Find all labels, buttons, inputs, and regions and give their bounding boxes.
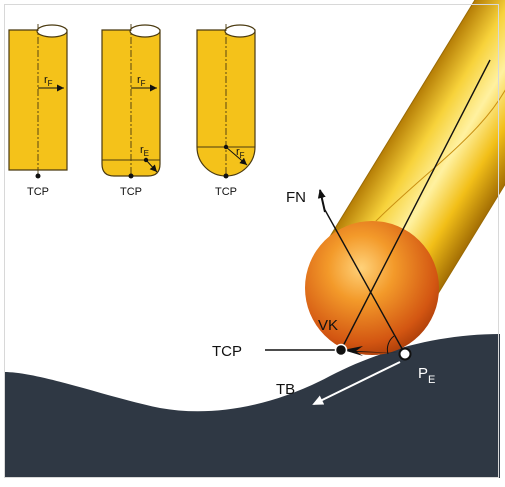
small-tool-2-re-arrow [145,159,158,173]
fn-label: FN [286,189,306,206]
contact-angle-arc [386,335,395,355]
main-tcp-label: TCP [212,343,242,360]
vk-label: VK [318,317,338,334]
small-tool-3-rf-label: rF [236,146,245,160]
small-tool-2-rf-label: rF [137,74,146,88]
small-tool-1-tcp-point [35,173,41,179]
main-tcp-point [334,343,348,357]
tool-axis-line [340,59,491,351]
small-tool-2: rF rE TCP [101,24,161,198]
small-tool-3-top-ellipse [224,24,256,38]
tb-arrow [312,361,401,405]
small-tool-3-tcp-point [223,173,229,179]
small-tool-2-top-ellipse [129,24,161,38]
small-tool-2-tcp-label: TCP [120,186,142,198]
main-tool-flute-3 [375,71,505,222]
small-tool-1-tcp-label: TCP [27,186,49,198]
small-tool-2-tcp-point [128,173,134,179]
small-tool-1: rF TCP [8,24,68,198]
small-tool-3-rf-arrow [225,146,248,166]
workpiece-surface [4,334,500,478]
main-tool-ball [305,221,439,355]
pe-point [398,347,412,361]
pe-label: PE [418,365,435,386]
small-tool-1-top-ellipse [36,24,68,38]
contact-normal-line [324,209,406,355]
fn-arrow [317,189,326,213]
small-tool-3: rF TCP [196,24,256,198]
direction-arrow [343,346,398,356]
small-tool-1-rf-label: rF [44,74,53,88]
small-tool-3-tcp-label: TCP [215,186,237,198]
tb-label: TB [276,381,295,398]
small-tool-2-re-label: rE [140,144,149,158]
